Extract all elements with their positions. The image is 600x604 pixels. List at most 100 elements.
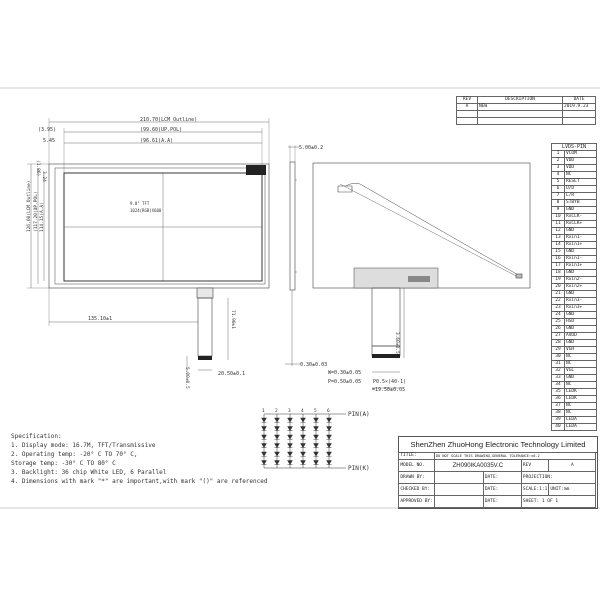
up-pol-outline (54, 167, 266, 285)
dim-up-pol: (99.60(UP.POL) (140, 127, 182, 133)
pin-number: 28 (551, 339, 565, 347)
sheet-label: SHEET: 1 OF 1 (520, 495, 597, 509)
dim-3-24: 3.24 (41, 171, 47, 182)
pin-signal: GND (564, 325, 597, 333)
rev-value: A (456, 103, 478, 111)
pin-number: 38 (551, 409, 565, 417)
led-diode (287, 460, 293, 465)
spec-line-2: 2. Operating temp: -20° C TO 70° C, (11, 451, 138, 458)
led-diode (274, 460, 280, 465)
pin-number: 22 (551, 297, 565, 305)
pin-number: 4 (551, 171, 565, 179)
pin-number: 26 (551, 325, 565, 333)
pin-signal: HSD (564, 318, 597, 326)
title-value: DO NOT SCALE THIS DRAWING,GENERAL TOLERA… (433, 452, 597, 461)
pin-number: 21 (551, 290, 565, 298)
pin-number: 27 (551, 332, 565, 340)
pin-k-label: PIN(K) (348, 465, 370, 472)
pin-signal: STBYB (564, 199, 597, 207)
pin-signal: VDD (564, 157, 597, 165)
pin-signal: GND (564, 269, 597, 277)
led-diode (300, 451, 306, 457)
pin-number: 3 (551, 164, 565, 172)
led-diode (313, 451, 319, 457)
pin-signal: NC (564, 360, 597, 368)
dim-5-00-05: 5.00±0.5 (184, 367, 190, 389)
model-label: MODEL NO. (398, 459, 435, 473)
led-col-6: 6 (327, 408, 330, 414)
pin-signal: GND (564, 374, 597, 382)
driver-ic (408, 276, 430, 282)
led-diode (287, 417, 293, 423)
led-diode (326, 434, 332, 440)
dim-lcm-outline: 210.70(LCM Outline) (140, 117, 197, 123)
title-block: ShenZhen ZhuoHong Electronic Technology … (398, 436, 598, 509)
led-col-1: 1 (262, 408, 265, 414)
spec-line-5: 4. Dimensions with mark "*" are importan… (11, 478, 268, 485)
pin-signal: AVDD (564, 332, 597, 340)
pin-signal: GND (564, 311, 597, 319)
screen-label-resolution: 1024(RGB)X600 (130, 208, 162, 213)
pin-number: 5 (551, 178, 565, 186)
led-diode (287, 451, 293, 457)
pin-number: 33 (551, 374, 565, 382)
pin-number: 17 (551, 262, 565, 270)
corner-marker (246, 165, 266, 175)
dim-5-45: 5.45 (43, 138, 55, 144)
rev-label: REV (520, 459, 550, 473)
fpc-contacts (198, 356, 212, 360)
led-diode (313, 426, 319, 431)
dim-pitch: P0.5×(40-1) (373, 379, 406, 385)
pin-signal: Rxin2+ (564, 283, 597, 291)
rev-letter: A (548, 459, 597, 473)
specification-title: Specification: (11, 433, 62, 440)
lcm-outline (48, 163, 270, 289)
pin-number: 7 (551, 192, 565, 200)
fpc-tail (197, 297, 213, 357)
led-diode (261, 443, 267, 448)
pin-signal: GND (564, 339, 597, 347)
led-diode (261, 451, 267, 457)
back-view (312, 162, 531, 389)
pin-signal: NC (564, 353, 597, 361)
side-view (285, 145, 300, 366)
led-col-3: 3 (288, 408, 291, 414)
pin-number: 2 (551, 157, 565, 165)
pin-signal: LEDA (564, 423, 597, 431)
led-diode (326, 417, 332, 423)
pin-number: 12 (551, 227, 565, 235)
pin-signal: NC (564, 402, 597, 410)
backlight-connector (337, 185, 353, 193)
led-diode (300, 460, 306, 465)
dim-3-60: 3.60±0.5 (394, 332, 400, 354)
led-diode (300, 434, 306, 440)
model-value: ZH090IKA0035V.C (433, 459, 522, 473)
led-diode (313, 417, 319, 423)
company-name: ShenZhen ZhuoHong Electronic Technology … (399, 437, 597, 453)
pin-signal: Rxin3- (564, 297, 597, 305)
pin-signal: GND (564, 227, 597, 235)
pin-number: 35 (551, 388, 565, 396)
pin-signal: RESET (564, 178, 597, 186)
